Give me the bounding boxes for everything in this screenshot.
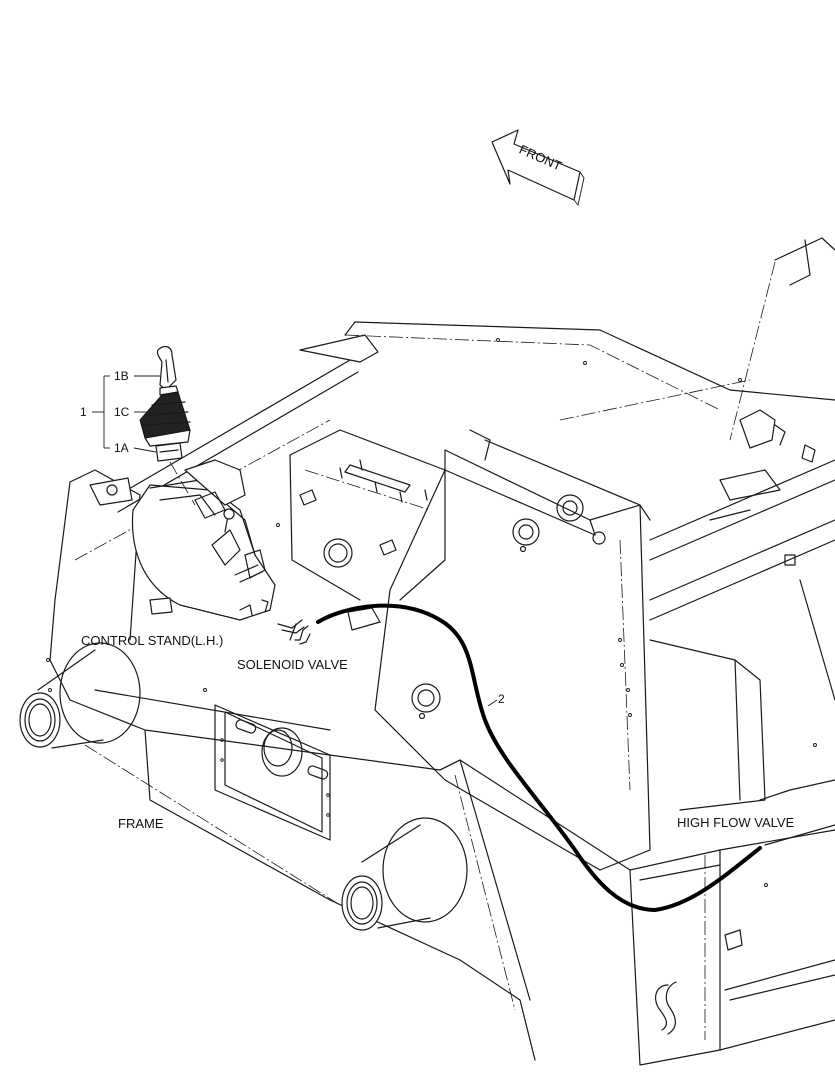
label-high-flow-valve: HIGH FLOW VALVE	[677, 815, 795, 830]
label-frame: FRAME	[118, 816, 164, 831]
frame-body	[49, 237, 835, 1066]
axle-hub-left	[19, 642, 141, 749]
side-access-panel	[214, 704, 331, 841]
wire-harness: 2	[316, 603, 762, 912]
callout-2: 2	[498, 692, 505, 706]
axle-hub-right	[341, 817, 468, 931]
label-solenoid-valve: SOLENOID VALVE	[237, 657, 348, 672]
control-stand	[89, 459, 276, 621]
callout-1: 1	[80, 405, 87, 419]
front-arrow: FRONT	[491, 129, 585, 207]
solenoid-connector	[277, 607, 381, 645]
housing-details	[299, 459, 606, 720]
callout-1c: 1C	[114, 405, 130, 419]
callout-1a: 1A	[114, 441, 129, 455]
part-callouts: 1B 1 1C 1A	[80, 369, 160, 455]
label-control-stand: CONTROL STAND(L.H.)	[81, 633, 223, 648]
component-labels: CONTROL STAND(L.H.) SOLENOID VALVE FRAME…	[81, 633, 795, 831]
callout-1b: 1B	[114, 369, 129, 383]
joystick-assembly	[139, 345, 196, 506]
